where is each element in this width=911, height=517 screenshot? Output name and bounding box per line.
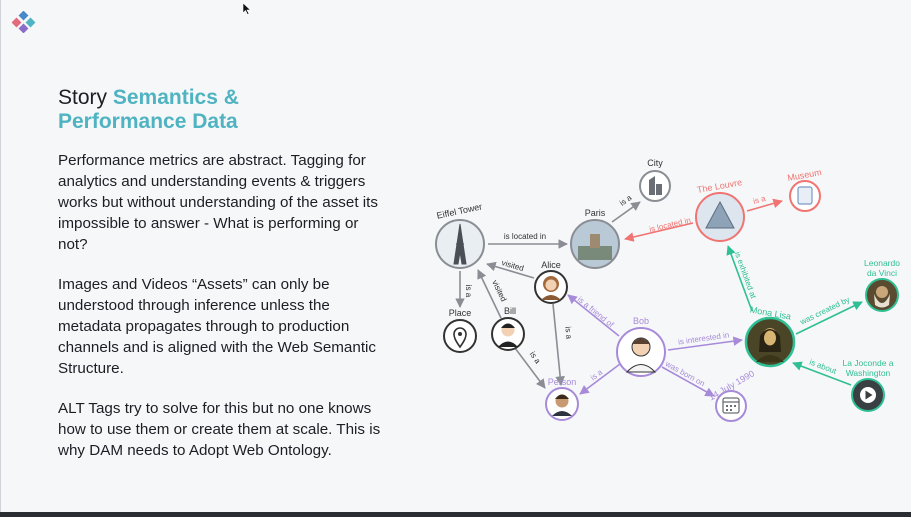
node-bill: Bill bbox=[491, 306, 525, 351]
edge-bob-alice: is a friend of bbox=[567, 294, 620, 337]
node-la-joconde-a-washington: La Joconde a Washington bbox=[842, 358, 894, 412]
person-avatar-icon bbox=[552, 394, 572, 416]
node-mona-lisa: Mona Lisa bbox=[744, 305, 796, 368]
edge-label: is interested in bbox=[677, 330, 729, 346]
node-the-louvre: The Louvre bbox=[695, 177, 745, 242]
title-plain: Story bbox=[58, 86, 108, 109]
node-alice: Alice bbox=[534, 260, 568, 304]
edge-label: is a bbox=[589, 367, 605, 382]
edge-label: is a bbox=[752, 194, 767, 206]
node-label: da Vinci bbox=[867, 268, 897, 278]
mouse-pointer-icon bbox=[243, 3, 251, 15]
node-museum: Museum bbox=[787, 167, 822, 212]
location-pin-icon bbox=[453, 327, 467, 349]
building-icon bbox=[649, 176, 662, 195]
knowledge-graph-diagram: is located in is a is located in is a is… bbox=[435, 158, 900, 422]
cityscape-icon bbox=[578, 246, 612, 260]
node-label: Person bbox=[548, 377, 577, 387]
node-city: City bbox=[639, 158, 671, 202]
title-accent-line2: Performance Data bbox=[58, 110, 238, 133]
node-bob: Bob bbox=[616, 316, 666, 377]
calendar-icon bbox=[722, 397, 740, 414]
paragraph-3: ALT Tags try to solve for this but no on… bbox=[58, 400, 381, 459]
edge-mona-louvre: is exhibited at bbox=[726, 245, 758, 312]
node-label: Place bbox=[449, 308, 472, 318]
paragraph-1: Performance metrics are abstract. Taggin… bbox=[58, 152, 378, 253]
edge-bill-person: is a bbox=[514, 347, 546, 389]
edge-label: visited bbox=[501, 258, 525, 273]
brand-logo bbox=[11, 11, 36, 33]
slide-bottom-bar bbox=[0, 512, 911, 517]
edge-label: is a bbox=[618, 193, 634, 208]
paragraph-2: Images and Videos “Assets” can only be u… bbox=[58, 276, 377, 377]
node-label: Bill bbox=[504, 306, 516, 316]
edge-label: was born on bbox=[663, 359, 706, 388]
edge-label: is located in bbox=[504, 232, 546, 241]
pyramid-icon bbox=[705, 200, 735, 229]
node-label: Alice bbox=[541, 260, 561, 270]
node-leonardo-da-vinci: Leonardo da Vinci bbox=[864, 258, 900, 312]
node-person: Person bbox=[545, 377, 579, 421]
edge-eiffel-paris: is located in bbox=[488, 232, 568, 249]
edge-paris-city: is a bbox=[611, 193, 641, 223]
edge-mona-leonardo: was created by bbox=[795, 295, 863, 335]
node-label: Bob bbox=[633, 316, 649, 326]
leonardo-portrait-icon bbox=[874, 286, 890, 308]
man-avatar-icon bbox=[498, 323, 518, 347]
edge-bob-date: was born on bbox=[661, 359, 715, 397]
edge-label: is about bbox=[808, 357, 838, 376]
node-place: Place bbox=[443, 308, 477, 353]
museum-icon bbox=[797, 186, 813, 205]
edge-label: is a friend of bbox=[576, 295, 616, 330]
node-label: Washington bbox=[846, 368, 891, 378]
edge-label: is a bbox=[563, 326, 573, 340]
edge-label: is a bbox=[528, 350, 543, 366]
title-accent-line1: Semantics & bbox=[112, 86, 239, 109]
slide-body: Performance metrics are abstract. Taggin… bbox=[58, 150, 388, 480]
node-eiffel-tower: Eiffel Tower bbox=[435, 201, 485, 269]
node-paris: Paris bbox=[570, 208, 620, 269]
edge-bob-mona: is interested in bbox=[667, 330, 743, 351]
node-date: 14 July 1990 bbox=[707, 368, 756, 422]
edge-bob-person: is a bbox=[579, 363, 621, 395]
slide-left-border bbox=[0, 0, 1, 517]
edge-alice-eiffel: visited bbox=[486, 258, 535, 279]
node-label: Paris bbox=[585, 208, 606, 218]
slide-title: Story Semantics & Performance Data bbox=[58, 86, 358, 134]
woman-avatar-icon bbox=[541, 276, 561, 300]
node-label: Leonardo bbox=[864, 258, 900, 268]
edge-louvre-museum: is a bbox=[746, 194, 783, 212]
node-label: La Joconde a bbox=[842, 358, 893, 368]
node-label: City bbox=[647, 158, 663, 168]
edge-louvre-paris: is located in bbox=[624, 216, 694, 242]
edge-label: is a bbox=[464, 285, 473, 298]
edge-label: is located in bbox=[648, 216, 691, 234]
node-label: Eiffel Tower bbox=[436, 201, 483, 220]
mona-lisa-portrait-icon bbox=[756, 328, 784, 362]
eiffel-tower-icon bbox=[453, 223, 467, 265]
man-avatar-icon bbox=[625, 337, 657, 373]
edge-eiffel-place: is a bbox=[455, 271, 473, 308]
edge-alice-person: is a bbox=[552, 303, 574, 386]
